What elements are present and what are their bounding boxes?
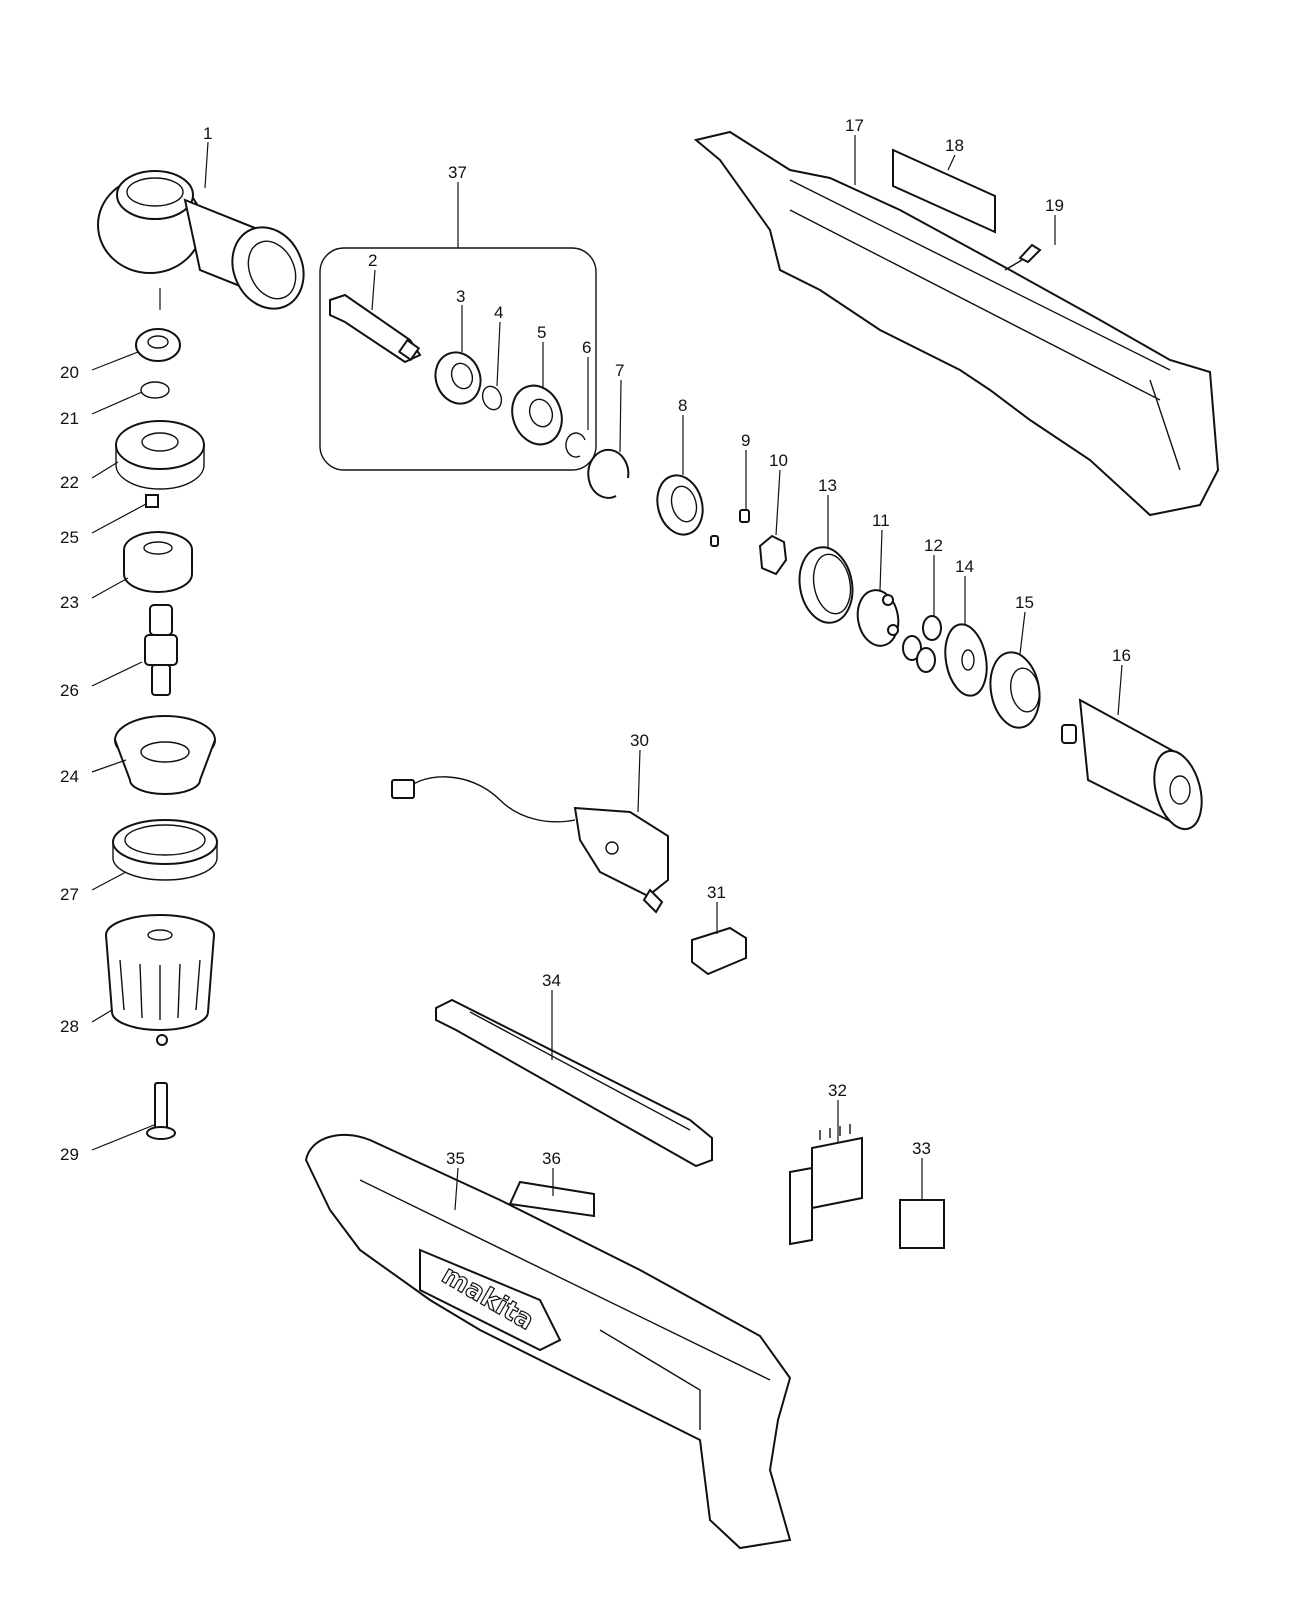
part-number-labels: 1 2 3 4 5 6 7 8 9 10 11 12 13 14 15 16 1…: [60, 116, 1131, 1168]
part-10-lock-cam: [758, 534, 788, 576]
leader-lines: [91, 135, 1123, 1211]
part-25-key: [145, 494, 159, 508]
label-part-21: 21: [60, 409, 79, 428]
label-part-31: 31: [707, 883, 726, 902]
part-17-housing-left: [693, 130, 1220, 517]
label-part-10: 10: [769, 451, 788, 470]
label-part-35: 35: [446, 1149, 465, 1168]
label-part-8: 8: [678, 396, 687, 415]
part-12-planet-gears: [902, 615, 942, 673]
part-16-motor: [1061, 698, 1203, 831]
label-part-27: 27: [60, 885, 79, 904]
label-part-11: 11: [872, 511, 890, 530]
label-part-20: 20: [60, 363, 79, 382]
part-33-label: [899, 1199, 945, 1249]
label-part-17: 17: [845, 116, 864, 135]
part-18-label: [892, 148, 996, 234]
part-36-nameplate: [508, 1180, 595, 1218]
part-5-bearing: [511, 384, 563, 446]
part-7-circlip: [587, 448, 630, 499]
label-part-32: 32: [828, 1081, 847, 1100]
label-part-36: 36: [542, 1149, 561, 1168]
part-2-spindle: [329, 293, 422, 364]
label-part-9: 9: [741, 431, 750, 450]
label-part-13: 13: [818, 476, 837, 495]
part-22-bevel-gear: [115, 420, 205, 490]
label-part-25: 25: [60, 528, 79, 547]
part-19-screw: [1004, 243, 1042, 271]
part-26-spindle: [144, 604, 178, 696]
part-13-gear-housing: [798, 546, 854, 624]
part-3-bearing: [434, 351, 482, 405]
part-29-screw: [146, 1082, 176, 1140]
label-part-24: 24: [60, 767, 79, 786]
part-6-ring: [565, 432, 586, 458]
part-1-angle-head: [97, 170, 305, 310]
label-part-22: 22: [60, 473, 79, 492]
label-part-2: 2: [368, 251, 377, 270]
label-part-7: 7: [615, 361, 624, 380]
part-14-washer: [944, 623, 988, 697]
label-part-18: 18: [945, 136, 964, 155]
part-30-switch: [391, 776, 669, 914]
part-15-case-cover: [989, 651, 1041, 729]
label-part-30: 30: [630, 731, 649, 750]
label-part-3: 3: [456, 287, 465, 306]
part-31-connector: [691, 926, 747, 976]
part-24-bearing-cover: [114, 715, 216, 795]
part-28-keyless-chuck: [105, 914, 215, 1046]
part-27-ring: [112, 819, 218, 881]
part-9-pin: [710, 509, 750, 547]
label-part-4: 4: [494, 303, 503, 322]
label-part-5: 5: [537, 323, 546, 342]
label-part-33: 33: [912, 1139, 931, 1158]
label-part-23: 23: [60, 593, 79, 612]
part-11-carrier: [856, 589, 900, 647]
part-21-retaining-ring: [140, 381, 170, 399]
part-8-ring-gear: [656, 474, 704, 536]
label-part-12: 12: [924, 536, 943, 555]
label-part-29: 29: [60, 1145, 79, 1164]
part-34-base-plate: [435, 998, 713, 1168]
label-part-1: 1: [203, 124, 212, 143]
label-part-28: 28: [60, 1017, 79, 1036]
part-20-bearing: [135, 328, 181, 362]
label-part-19: 19: [1045, 196, 1064, 215]
label-part-15: 15: [1015, 593, 1034, 612]
label-part-16: 16: [1112, 646, 1131, 665]
label-part-26: 26: [60, 681, 79, 700]
label-part-6: 6: [582, 338, 591, 357]
part-23-bearing: [123, 531, 193, 593]
label-part-14: 14: [955, 557, 974, 576]
label-part-34: 34: [542, 971, 561, 990]
part-4-retaining-ring: [481, 385, 503, 411]
part-32-plate: [789, 1124, 863, 1246]
label-part-37: 37: [448, 163, 467, 182]
